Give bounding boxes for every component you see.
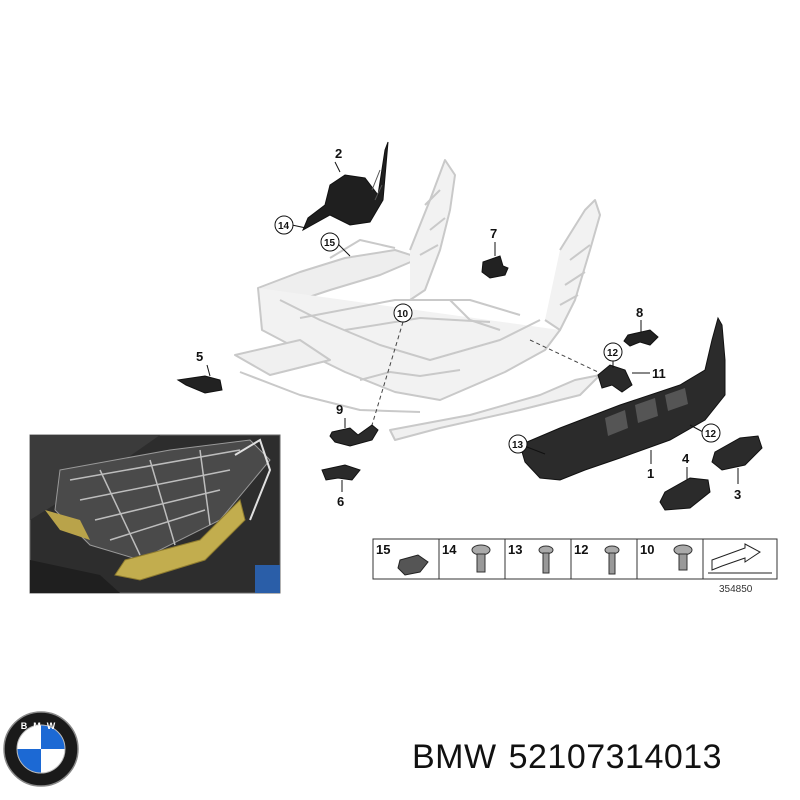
legend-label-10: 10: [640, 542, 654, 557]
part-number-8: 8: [636, 305, 643, 320]
direction-arrow-icon: [708, 543, 772, 574]
part-4-cover: [659, 467, 711, 511]
seat-frame-illustration: [234, 159, 601, 441]
svg-text:10: 10: [397, 309, 409, 320]
part-6-clip: [321, 464, 361, 492]
part-number-6: 6: [337, 494, 344, 509]
leader-dashed: [529, 339, 599, 373]
callout-circle-12-upper: 12: [603, 342, 623, 368]
part-number: 52107314013: [508, 738, 723, 776]
legend-label-12: 12: [574, 542, 588, 557]
part-9-bracket: [329, 418, 379, 447]
part-number-4: 4: [682, 451, 690, 466]
part-number-3: 3: [734, 487, 741, 502]
svg-text:12: 12: [705, 429, 717, 440]
callout-circle-10: 10: [371, 303, 413, 426]
part-2-upper-trim: [301, 141, 389, 232]
svg-text:14: 14: [278, 221, 290, 232]
legend-label-13: 13: [508, 542, 522, 557]
callout-circle-14: 14: [274, 215, 307, 235]
screw-13-icon: [538, 545, 554, 574]
clip-15-icon: [397, 554, 429, 576]
photo-inset: [29, 434, 281, 594]
screw-10-icon: [673, 544, 693, 571]
svg-text:15: 15: [324, 238, 336, 249]
legend-label-15: 15: [376, 542, 390, 557]
product-caption: BMW 52107314013: [412, 738, 722, 777]
part-number-1: 1: [647, 466, 654, 481]
brand-name: BMW: [412, 738, 497, 776]
part-number-7: 7: [490, 226, 497, 241]
part-8-clip: [623, 320, 659, 347]
bmw-logo: BMW: [3, 711, 79, 787]
part-5-cover: [176, 364, 223, 394]
fastener-legend: 15 14 13 12 10: [372, 538, 778, 580]
svg-text:BMW: BMW: [21, 721, 62, 731]
part-1-side-trim: [519, 316, 726, 481]
callout-circle-15: 15: [320, 232, 351, 257]
part-number-2: 2: [335, 146, 342, 161]
part-11-bracket: [597, 364, 650, 393]
legend-label-14: 14: [442, 542, 457, 557]
part-7-bracket: [481, 242, 509, 279]
part-number-9: 9: [336, 402, 343, 417]
screw-14-icon: [471, 544, 491, 573]
screw-12-icon: [604, 545, 620, 575]
svg-text:12: 12: [607, 348, 619, 359]
part-number-5: 5: [196, 349, 203, 364]
part-3-cover: [711, 435, 763, 484]
part-number-11: 11: [652, 366, 666, 381]
callout-circle-13: 13: [508, 434, 546, 455]
callout-circle-12-lower: 12: [689, 423, 721, 443]
diagram-id: 354850: [719, 584, 753, 595]
svg-text:13: 13: [512, 440, 524, 451]
